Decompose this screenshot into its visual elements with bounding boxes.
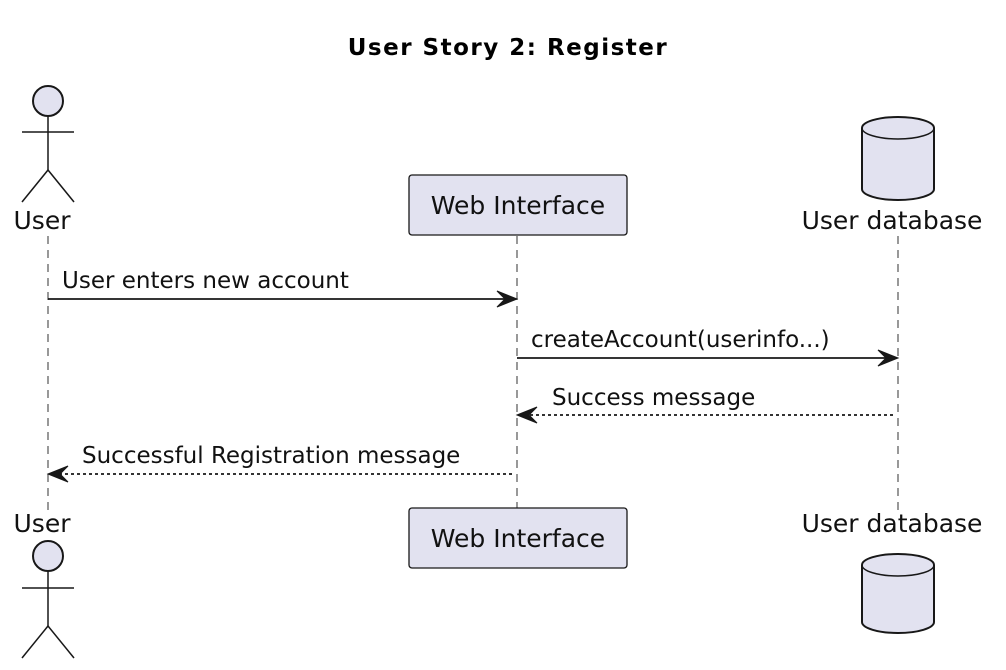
database-icon xyxy=(861,553,935,634)
message-label: Successful Registration message xyxy=(82,443,460,469)
message-success-message: Success message xyxy=(515,385,893,424)
actor-icon xyxy=(21,540,75,659)
message-label: User enters new account xyxy=(62,268,349,294)
database-user-database-label: User database xyxy=(802,206,983,235)
message-successful-registration: Successful Registration message xyxy=(46,443,512,483)
participant-web-interface-label: Web Interface xyxy=(431,191,605,220)
message-label: createAccount(userinfo...) xyxy=(531,327,830,353)
database-icon xyxy=(861,116,935,201)
participant-web-interface-bottom: Web Interface xyxy=(408,507,628,569)
participant-web-interface-top: Web Interface xyxy=(408,174,628,236)
participant-web-interface-label: Web Interface xyxy=(431,524,605,553)
message-label: Success message xyxy=(552,385,755,411)
actor-user-label: User xyxy=(14,206,72,235)
arrowhead xyxy=(496,290,519,308)
database-user-database-bottom: User database xyxy=(802,509,983,634)
message-create-account: createAccount(userinfo...) xyxy=(517,327,900,367)
database-user-database-top: User database xyxy=(802,116,983,235)
arrowhead xyxy=(877,349,900,367)
message-user-enters-new-account: User enters new account xyxy=(48,268,519,308)
actor-user-top: User xyxy=(14,85,75,235)
diagram-title: User Story 2: Register xyxy=(348,35,669,61)
actor-icon xyxy=(21,85,75,203)
arrowhead xyxy=(46,465,69,483)
actor-user-label: User xyxy=(14,509,72,538)
arrowhead xyxy=(515,406,538,424)
actor-user-bottom: User xyxy=(14,509,75,659)
database-user-database-label: User database xyxy=(802,509,983,538)
